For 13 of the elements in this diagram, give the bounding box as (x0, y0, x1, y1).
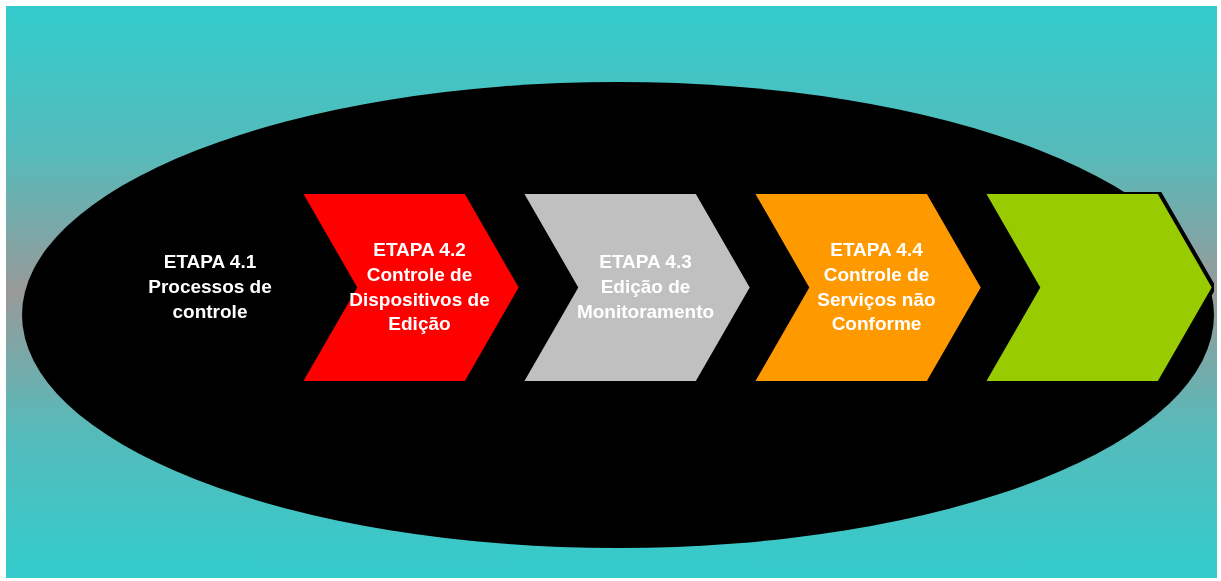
process-step (983, 192, 1214, 383)
step-description: Controle de Serviços não Conforme (816, 262, 937, 337)
step-heading: ETAPA 4.3 (599, 250, 692, 275)
step-heading: ETAPA 4.4 (830, 238, 923, 263)
process-step (521, 192, 752, 383)
process-step (752, 192, 983, 383)
step-heading: ETAPA 4.2 (373, 238, 466, 263)
step-description: Processos de controle (147, 275, 273, 324)
step-heading: ETAPA 4.1 (163, 250, 257, 275)
ellipse-background (20, 80, 1216, 550)
step-description: Edição de Monitoramento (575, 275, 716, 324)
step-description: Controle de Dispositivos de Edição (348, 262, 491, 337)
process-step (300, 192, 521, 383)
